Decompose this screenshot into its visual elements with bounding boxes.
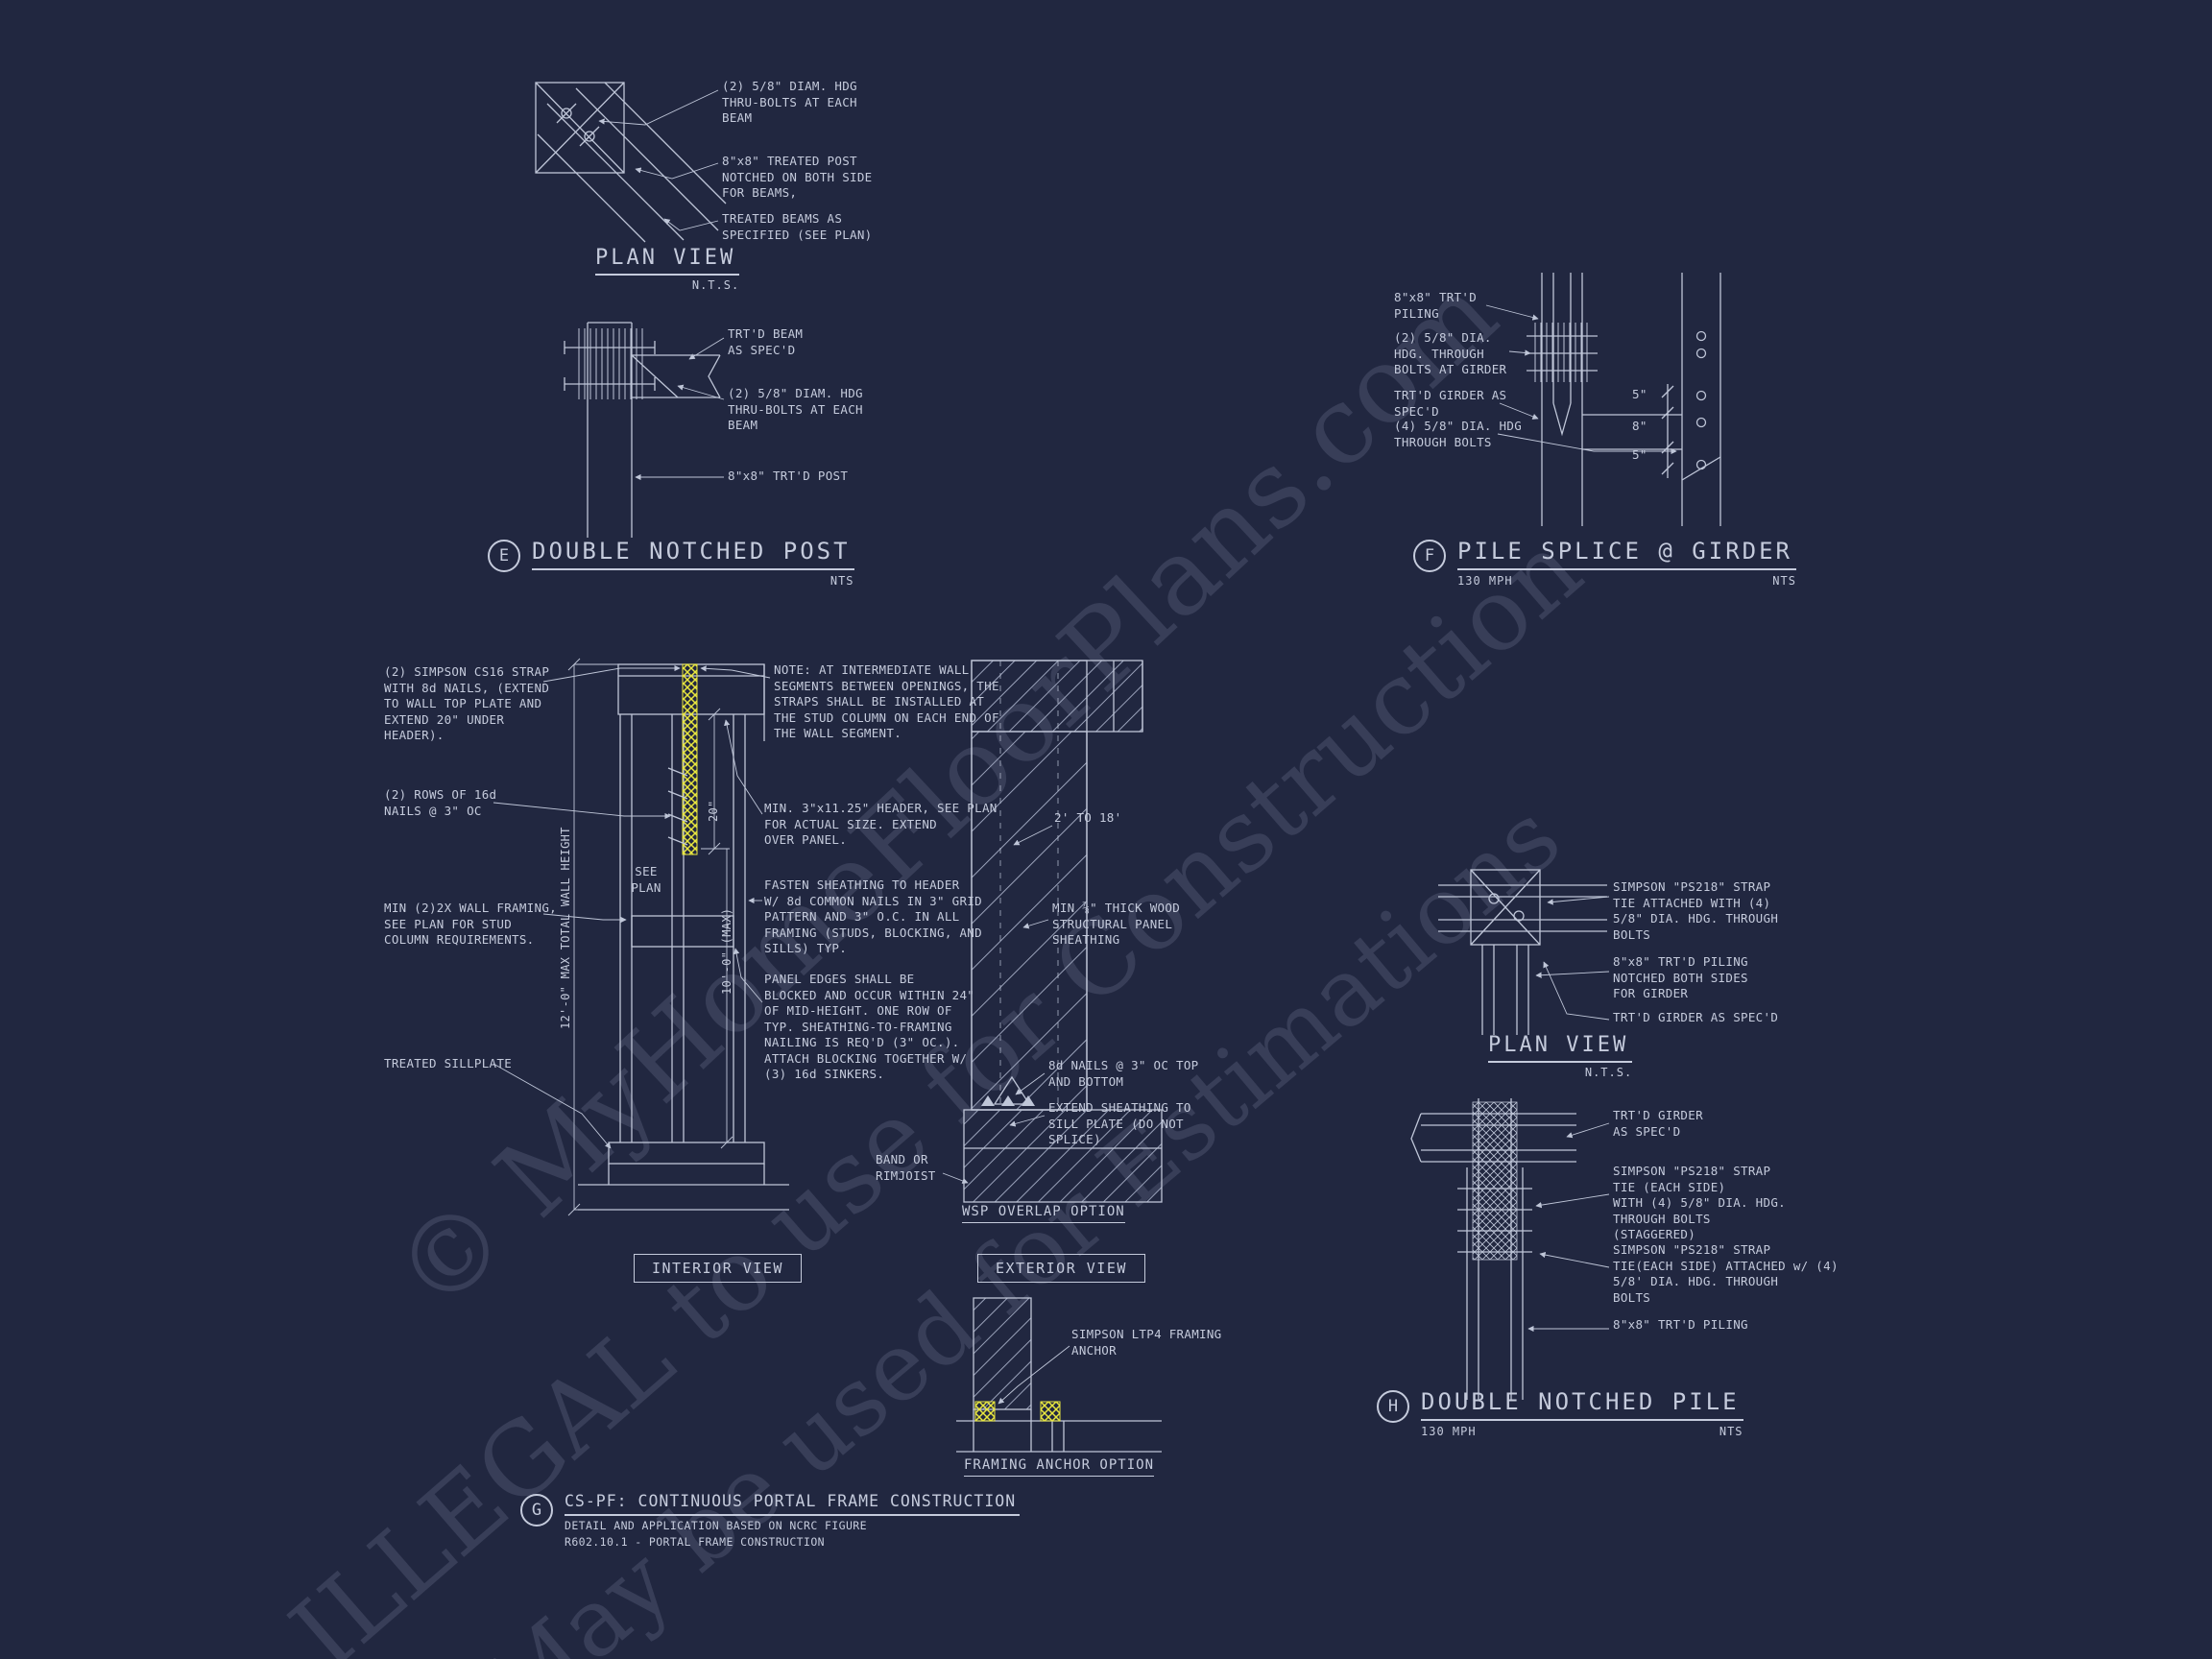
detail-h-titleblock: H DOUBLE NOTCHED PILE 130 MPH NTS	[1377, 1388, 1743, 1438]
detail-f-wind: 130 MPH	[1457, 574, 1513, 588]
plan-view-right-title: PLAN VIEW	[1488, 1033, 1633, 1063]
plan-view-top-scale: N.T.S.	[691, 278, 740, 292]
plan-view-top-titleblock: PLAN VIEW N.T.S.	[595, 246, 740, 292]
detail-f-scale: NTS	[1772, 574, 1796, 588]
note-trtd-girder-h: TRT'D GIRDER AS SPEC'D	[1613, 1108, 1703, 1139]
detail-e-title: DOUBLE NOTCHED POST	[532, 538, 854, 570]
detail-h-scale: NTS	[1719, 1425, 1743, 1438]
dim-8in: 8"	[1632, 419, 1647, 433]
note-header-size: MIN. 3"x11.25" HEADER, SEE PLAN FOR ACTU…	[764, 801, 998, 847]
note-band-rimjoist: BAND OR RIMJOIST	[876, 1152, 936, 1183]
detail-f-title: PILE SPLICE @ GIRDER	[1457, 538, 1796, 570]
detail-e-scale: NTS	[830, 574, 854, 588]
note-8d-nails: 8d NAILS @ 3" OC TOP AND BOTTOM	[1048, 1058, 1199, 1089]
detail-f-bubble: F	[1413, 540, 1446, 572]
note-cs16-strap: (2) SIMPSON CS16 STRAP WITH 8d NAILS, (E…	[384, 664, 550, 742]
note-treated-post: 8"x8" TREATED POST NOTCHED ON BOTH SIDE …	[722, 154, 873, 200]
plan-view-top-drawing	[535, 82, 727, 243]
note-thru-bolts-e: (2) 5/8" DIAM. HDG THRU-BOLTS AT EACH BE…	[728, 386, 863, 432]
detail-e-bubble: E	[488, 540, 520, 572]
detail-g-exterior-drawing	[963, 660, 1163, 1203]
dim-2-to-18: 2' TO 18'	[1054, 810, 1122, 825]
note-extend-sheathing: EXTEND SHEATHING TO SILL PLATE (DO NOT S…	[1048, 1100, 1191, 1146]
note-panel-edges: PANEL EDGES SHALL BE BLOCKED AND OCCUR W…	[764, 972, 975, 1081]
note-intermediate-wall: NOTE: AT INTERMEDIATE WALL SEGMENTS BETW…	[774, 662, 999, 740]
detail-h-drawing	[1410, 1098, 1610, 1400]
framing-anchor-option-label: FRAMING ANCHOR OPTION	[964, 1457, 1155, 1477]
detail-g-framing-anchor-drawing	[956, 1297, 1162, 1453]
detail-g-interior-drawing	[493, 658, 969, 1216]
note-ps218-strap-1: SIMPSON "PS218" STRAP TIE (EACH SIDE) WI…	[1613, 1164, 1786, 1241]
detail-g-subtitle-1: DETAIL AND APPLICATION BASED ON NCRC FIG…	[565, 1519, 867, 1532]
see-plan-note: SEE PLAN	[631, 864, 661, 895]
note-trtd-piling-f: 8"x8" TRT'D PILING	[1394, 290, 1478, 321]
note-trtd-piling-h: 8"x8" TRT'D PILING	[1613, 1317, 1748, 1332]
note-16d-nails: (2) ROWS OF 16d NAILS @ 3" OC	[384, 787, 497, 818]
interior-view-label: INTERIOR VIEW	[634, 1254, 802, 1283]
detail-g-bubble: G	[520, 1494, 553, 1527]
detail-h-title: DOUBLE NOTCHED PILE	[1421, 1388, 1743, 1421]
dim-10ft: 10'-0" (MAX)	[720, 907, 733, 995]
note-trtd-beam: TRT'D BEAM AS SPEC'D	[728, 326, 804, 357]
note-wsp-sheathing: MIN ⅞" THICK WOOD STRUCTURAL PANEL SHEAT…	[1052, 901, 1181, 947]
detail-e-titleblock: E DOUBLE NOTCHED POST NTS	[488, 538, 854, 588]
detail-f-drawing	[1485, 273, 1721, 526]
detail-f-titleblock: F PILE SPLICE @ GIRDER 130 MPH NTS	[1413, 538, 1796, 588]
plan-view-right-drawing	[1438, 869, 1610, 1035]
detail-h-bubble: H	[1377, 1390, 1409, 1423]
note-ltp4-anchor: SIMPSON LTP4 FRAMING ANCHOR	[1071, 1327, 1222, 1358]
wsp-overlap-option-label: WSP OVERLAP OPTION	[962, 1204, 1125, 1223]
note-treated-sill: TREATED SILLPLATE	[384, 1056, 513, 1070]
detail-g-title: CS-PF: CONTINUOUS PORTAL FRAME CONSTRUCT…	[565, 1492, 1021, 1516]
note-girder-plan: TRT'D GIRDER AS SPEC'D	[1613, 1010, 1779, 1024]
dim-wall-height: 12'-0" MAX TOTAL WALL HEIGHT	[559, 827, 572, 1029]
note-trtd-girder-f: TRT'D GIRDER AS SPEC'D	[1394, 388, 1507, 419]
note-ps218-strap-plan: SIMPSON "PS218" STRAP TIE ATTACHED WITH …	[1613, 879, 1779, 942]
exterior-view-label: EXTERIOR VIEW	[977, 1254, 1145, 1283]
plan-view-top-title: PLAN VIEW	[595, 246, 740, 276]
detail-g-subtitle-2: R602.10.1 - PORTAL FRAME CONSTRUCTION	[565, 1535, 825, 1549]
note-trtd-post: 8"x8" TRT'D POST	[728, 469, 849, 483]
dim-5in-bot: 5"	[1632, 447, 1647, 462]
note-treated-beams: TREATED BEAMS AS SPECIFIED (SEE PLAN)	[722, 211, 873, 242]
note-piling-notched: 8"x8" TRT'D PILING NOTCHED BOTH SIDES FO…	[1613, 954, 1748, 1000]
note-thru-bolts-plan: (2) 5/8" DIAM. HDG THRU-BOLTS AT EACH BE…	[722, 79, 857, 125]
note-bolts-girder-f: (2) 5/8" DIA. HDG. THROUGH BOLTS AT GIRD…	[1394, 330, 1507, 376]
detail-h-wind: 130 MPH	[1421, 1425, 1477, 1438]
detail-g-titleblock: G CS-PF: CONTINUOUS PORTAL FRAME CONSTRU…	[520, 1492, 1021, 1549]
note-ps218-strap-2: SIMPSON "PS218" STRAP TIE(EACH SIDE) ATT…	[1613, 1242, 1839, 1305]
plan-view-right-titleblock: PLAN VIEW N.T.S.	[1488, 1033, 1633, 1079]
note-through-bolts-f: (4) 5/8" DIA. HDG THROUGH BOLTS	[1394, 419, 1523, 449]
detail-e-drawing	[564, 322, 725, 538]
dim-20in: 20"	[707, 800, 720, 822]
note-wall-framing: MIN (2)2X WALL FRAMING, SEE PLAN FOR STU…	[384, 901, 557, 947]
dim-5in-top: 5"	[1632, 387, 1647, 401]
note-fasten-sheathing: FASTEN SHEATHING TO HEADER W/ 8d COMMON …	[764, 878, 982, 955]
plan-view-right-scale: N.T.S.	[1584, 1066, 1633, 1079]
